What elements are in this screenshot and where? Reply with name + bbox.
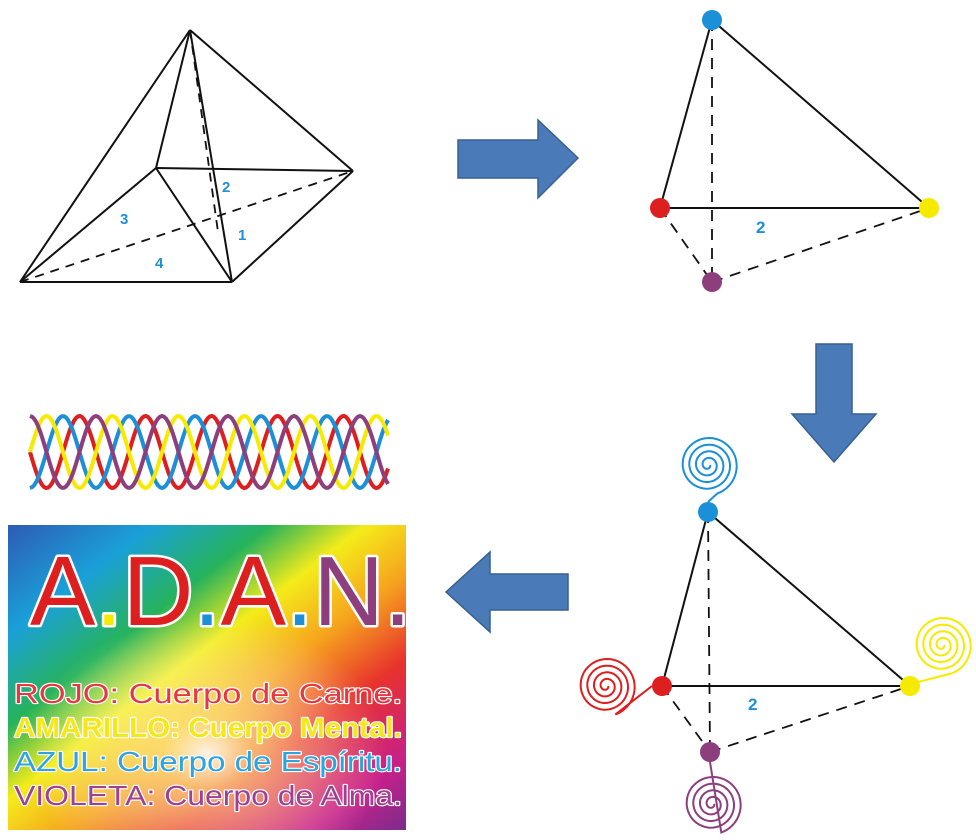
poster-legend-line: AMARILLO: Cuerpo Mental. — [14, 712, 402, 743]
tetra-edge — [661, 511, 709, 687]
poster-wave — [29, 413, 390, 490]
poster-title-letter: N — [313, 536, 384, 646]
pyramid-face-label-1: 1 — [238, 227, 246, 244]
tetra-hidden-edge — [709, 685, 911, 753]
poster-title-letter: D — [123, 536, 194, 646]
blue-spiral-icon — [681, 436, 738, 503]
vertex-violet — [702, 272, 722, 292]
poster-waves — [28, 413, 390, 491]
tetra-edge-label: 2 — [748, 695, 757, 714]
arrow-left-icon — [444, 550, 569, 634]
tetrahedron: 2 — [650, 10, 939, 292]
tetra-hidden-edge — [661, 685, 711, 753]
tetrahedron-hidden-edges — [661, 511, 911, 753]
pyramid-edge — [155, 167, 233, 283]
square-pyramid: 1 2 3 4 — [19, 29, 354, 283]
poster-title-letter: A — [30, 536, 96, 646]
poster-legend: ROJO: Cuerpo de Carne.AMARILLO: Cuerpo M… — [13, 677, 403, 812]
poster-title-letter: . — [193, 536, 220, 646]
vertex-yellow — [900, 676, 920, 696]
pyramid-edge — [189, 29, 233, 283]
tetra-hidden-edge — [707, 511, 711, 753]
vertex-red — [652, 676, 672, 696]
pyramid-hidden-edge — [189, 29, 219, 233]
pyramid-edge — [19, 167, 157, 283]
poster-title-letter: . — [384, 536, 411, 646]
yellow-spiral-icon — [915, 616, 972, 683]
poster-title-letter: A — [221, 536, 287, 646]
pyramid-edges — [19, 29, 354, 283]
vertex-red — [650, 198, 670, 218]
tetrahedron-with-spirals: 2 — [579, 436, 972, 834]
vertex-yellow — [919, 198, 939, 218]
vertex-violet — [700, 742, 720, 762]
tetrahedron-hidden-edges — [659, 20, 930, 283]
tetra-hidden-edge — [711, 207, 930, 283]
adan-poster: A.D.A.N. ROJO: Cuerpo de Carne.AMARILLO:… — [8, 400, 414, 830]
pyramid-edge — [189, 29, 354, 172]
vertex-blue — [698, 502, 718, 522]
pyramid-face-label-3: 3 — [120, 211, 128, 228]
poster-legend-line: AZUL: Cuerpo de Espíritu. — [14, 746, 402, 777]
pyramid-edge — [155, 167, 354, 172]
tetrahedron-edges — [661, 511, 911, 687]
pyramid-edge — [231, 170, 354, 283]
pyramid-edge — [19, 29, 191, 283]
pyramid-face-label-4: 4 — [155, 255, 164, 272]
pyramid-hidden-edge — [19, 170, 354, 283]
poster-wave — [29, 414, 390, 491]
arrow-right-icon — [457, 118, 580, 200]
tetra-edge-label: 2 — [756, 218, 765, 237]
arrow-down-icon — [790, 343, 878, 464]
tetra-edge — [707, 511, 911, 687]
tetra-edge — [659, 19, 713, 209]
pyramid-face-label-2: 2 — [222, 179, 230, 196]
poster-title-letter: . — [95, 536, 122, 646]
tetra-edge — [711, 19, 930, 209]
pyramid-hidden-edges — [19, 29, 354, 283]
poster-wave — [28, 413, 390, 491]
tetrahedron-edges — [659, 19, 930, 209]
tetra-hidden-edge — [659, 207, 713, 283]
vertex-blue — [702, 10, 722, 30]
poster-title: A.D.A.N. — [30, 536, 411, 646]
violet-spiral-icon — [685, 761, 742, 834]
poster-wave — [28, 413, 390, 491]
poster-legend-line: VIOLETA: Cuerpo de Alma. — [14, 780, 402, 811]
red-spiral-icon — [579, 657, 653, 716]
pyramid-edge — [155, 29, 191, 169]
poster-legend-line: ROJO: Cuerpo de Carne. — [14, 678, 402, 709]
poster-title-letter: . — [286, 536, 313, 646]
